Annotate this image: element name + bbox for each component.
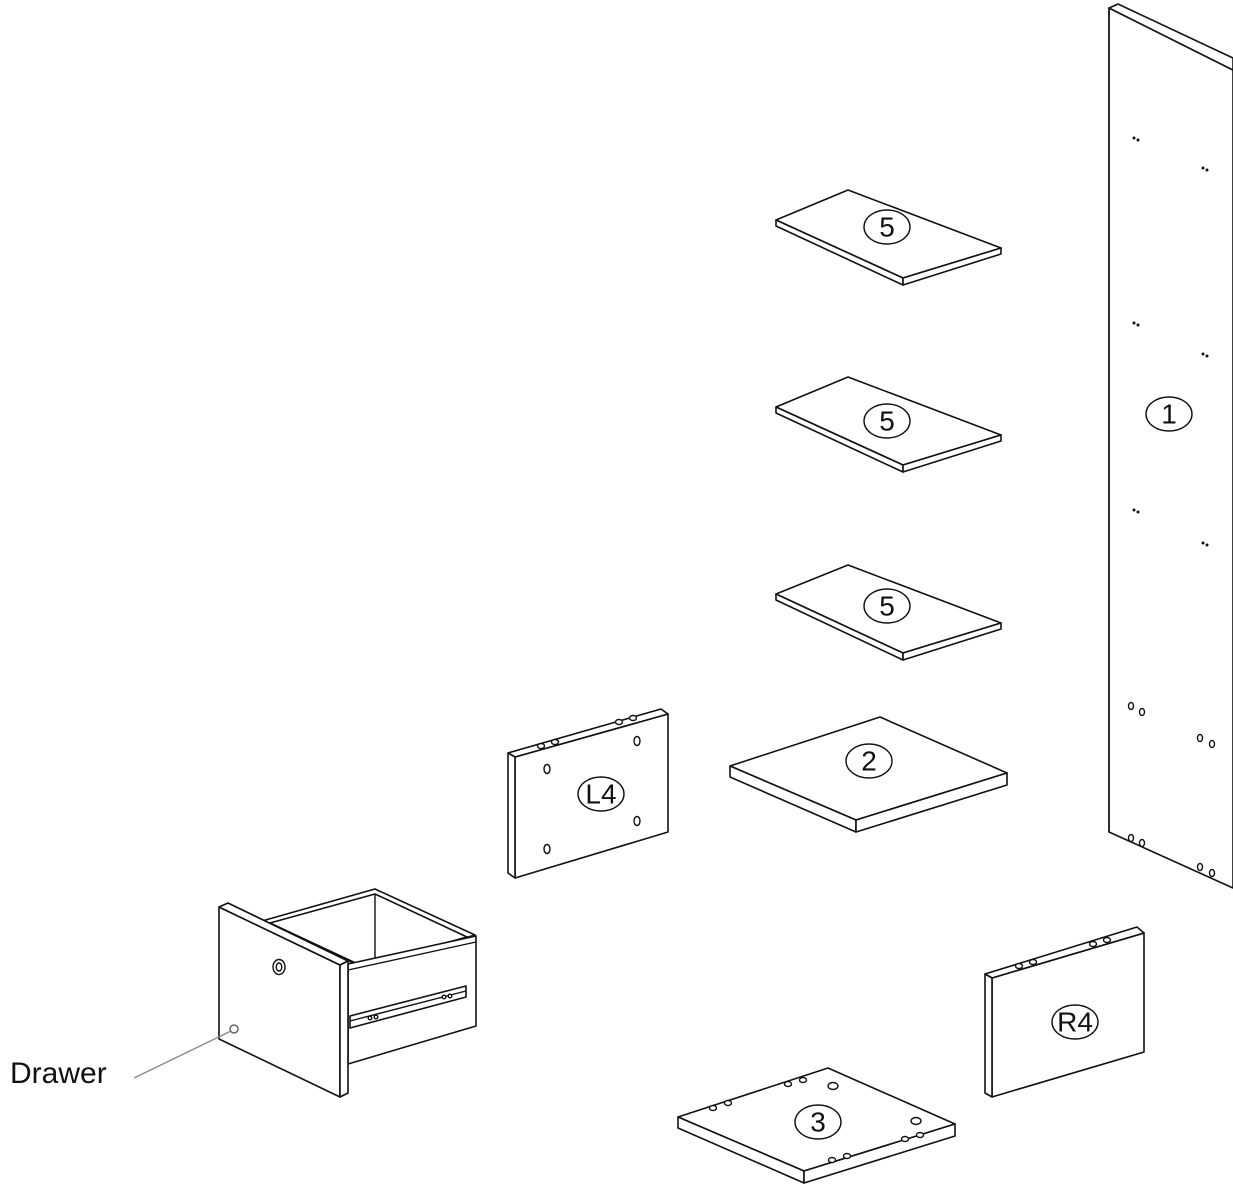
part-tag-2: 2 [845, 743, 893, 779]
part-label-5-middle: 5 [879, 406, 895, 437]
fixed-shelf-part-2: 2 [729, 716, 1008, 833]
part-label-5-lower: 5 [879, 591, 895, 622]
shelf-part-5-top: 5 [775, 189, 1002, 286]
shelf-part-5-middle: 5 [775, 376, 1002, 473]
shelf-part-5-lower: 5 [775, 564, 1002, 661]
part-tag-l4: L4 [577, 776, 625, 812]
part-label-l4: L4 [585, 779, 616, 810]
drawer-assembly [218, 888, 477, 1098]
drawer-slide [349, 985, 467, 1029]
drawer-lock-icon [272, 958, 286, 976]
part-tag-3: 3 [794, 1104, 842, 1140]
right-drawer-side-part-r4: R4 [984, 926, 1145, 1098]
part-tag-r4: R4 [1051, 1004, 1099, 1040]
part-label-1: 1 [1161, 399, 1177, 430]
part-tag-5-top: 5 [863, 209, 911, 245]
part-tag-5-lower: 5 [863, 588, 911, 624]
side-panel-part-1: 1 [1108, 3, 1233, 889]
part-tag-1: 1 [1145, 396, 1193, 432]
part-label-5-top: 5 [879, 212, 895, 243]
left-drawer-side-part-l4: L4 [507, 708, 669, 879]
part-label-3: 3 [810, 1107, 826, 1138]
part-tag-5-middle: 5 [863, 403, 911, 439]
panel-holes [1127, 136, 1216, 878]
part-label-2: 2 [861, 746, 877, 777]
part-label-r4: R4 [1057, 1007, 1093, 1038]
drawer-callout: Drawer [10, 1024, 239, 1090]
drawer-callout-label: Drawer [10, 1057, 107, 1090]
bottom-panel-part-3: 3 [677, 1067, 956, 1184]
